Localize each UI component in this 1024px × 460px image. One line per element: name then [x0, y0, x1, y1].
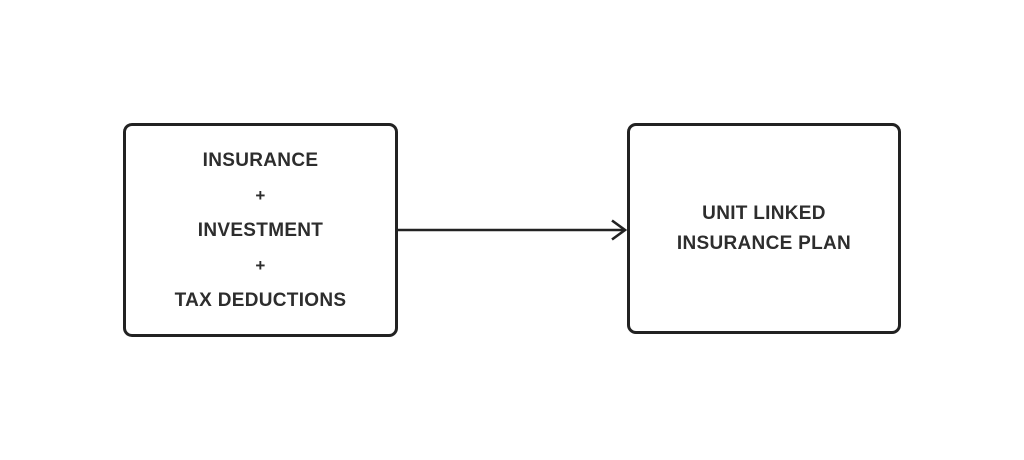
result-label-line-2: INSURANCE PLAN — [676, 232, 852, 254]
plus-sign: + — [255, 255, 266, 275]
right-arrow-icon — [398, 219, 628, 241]
ulip-components-box: INSURANCE + INVESTMENT + TAX DEDUCTIONS — [123, 123, 398, 337]
component-label-investment: INVESTMENT — [197, 219, 324, 241]
component-label-tax-deductions: TAX DEDUCTIONS — [174, 289, 347, 311]
result-label-line-1: UNIT LINKED — [702, 202, 826, 224]
ulip-result-box: UNIT LINKED INSURANCE PLAN — [627, 123, 901, 334]
component-label-insurance: INSURANCE — [202, 149, 319, 171]
plus-sign: + — [255, 185, 266, 205]
